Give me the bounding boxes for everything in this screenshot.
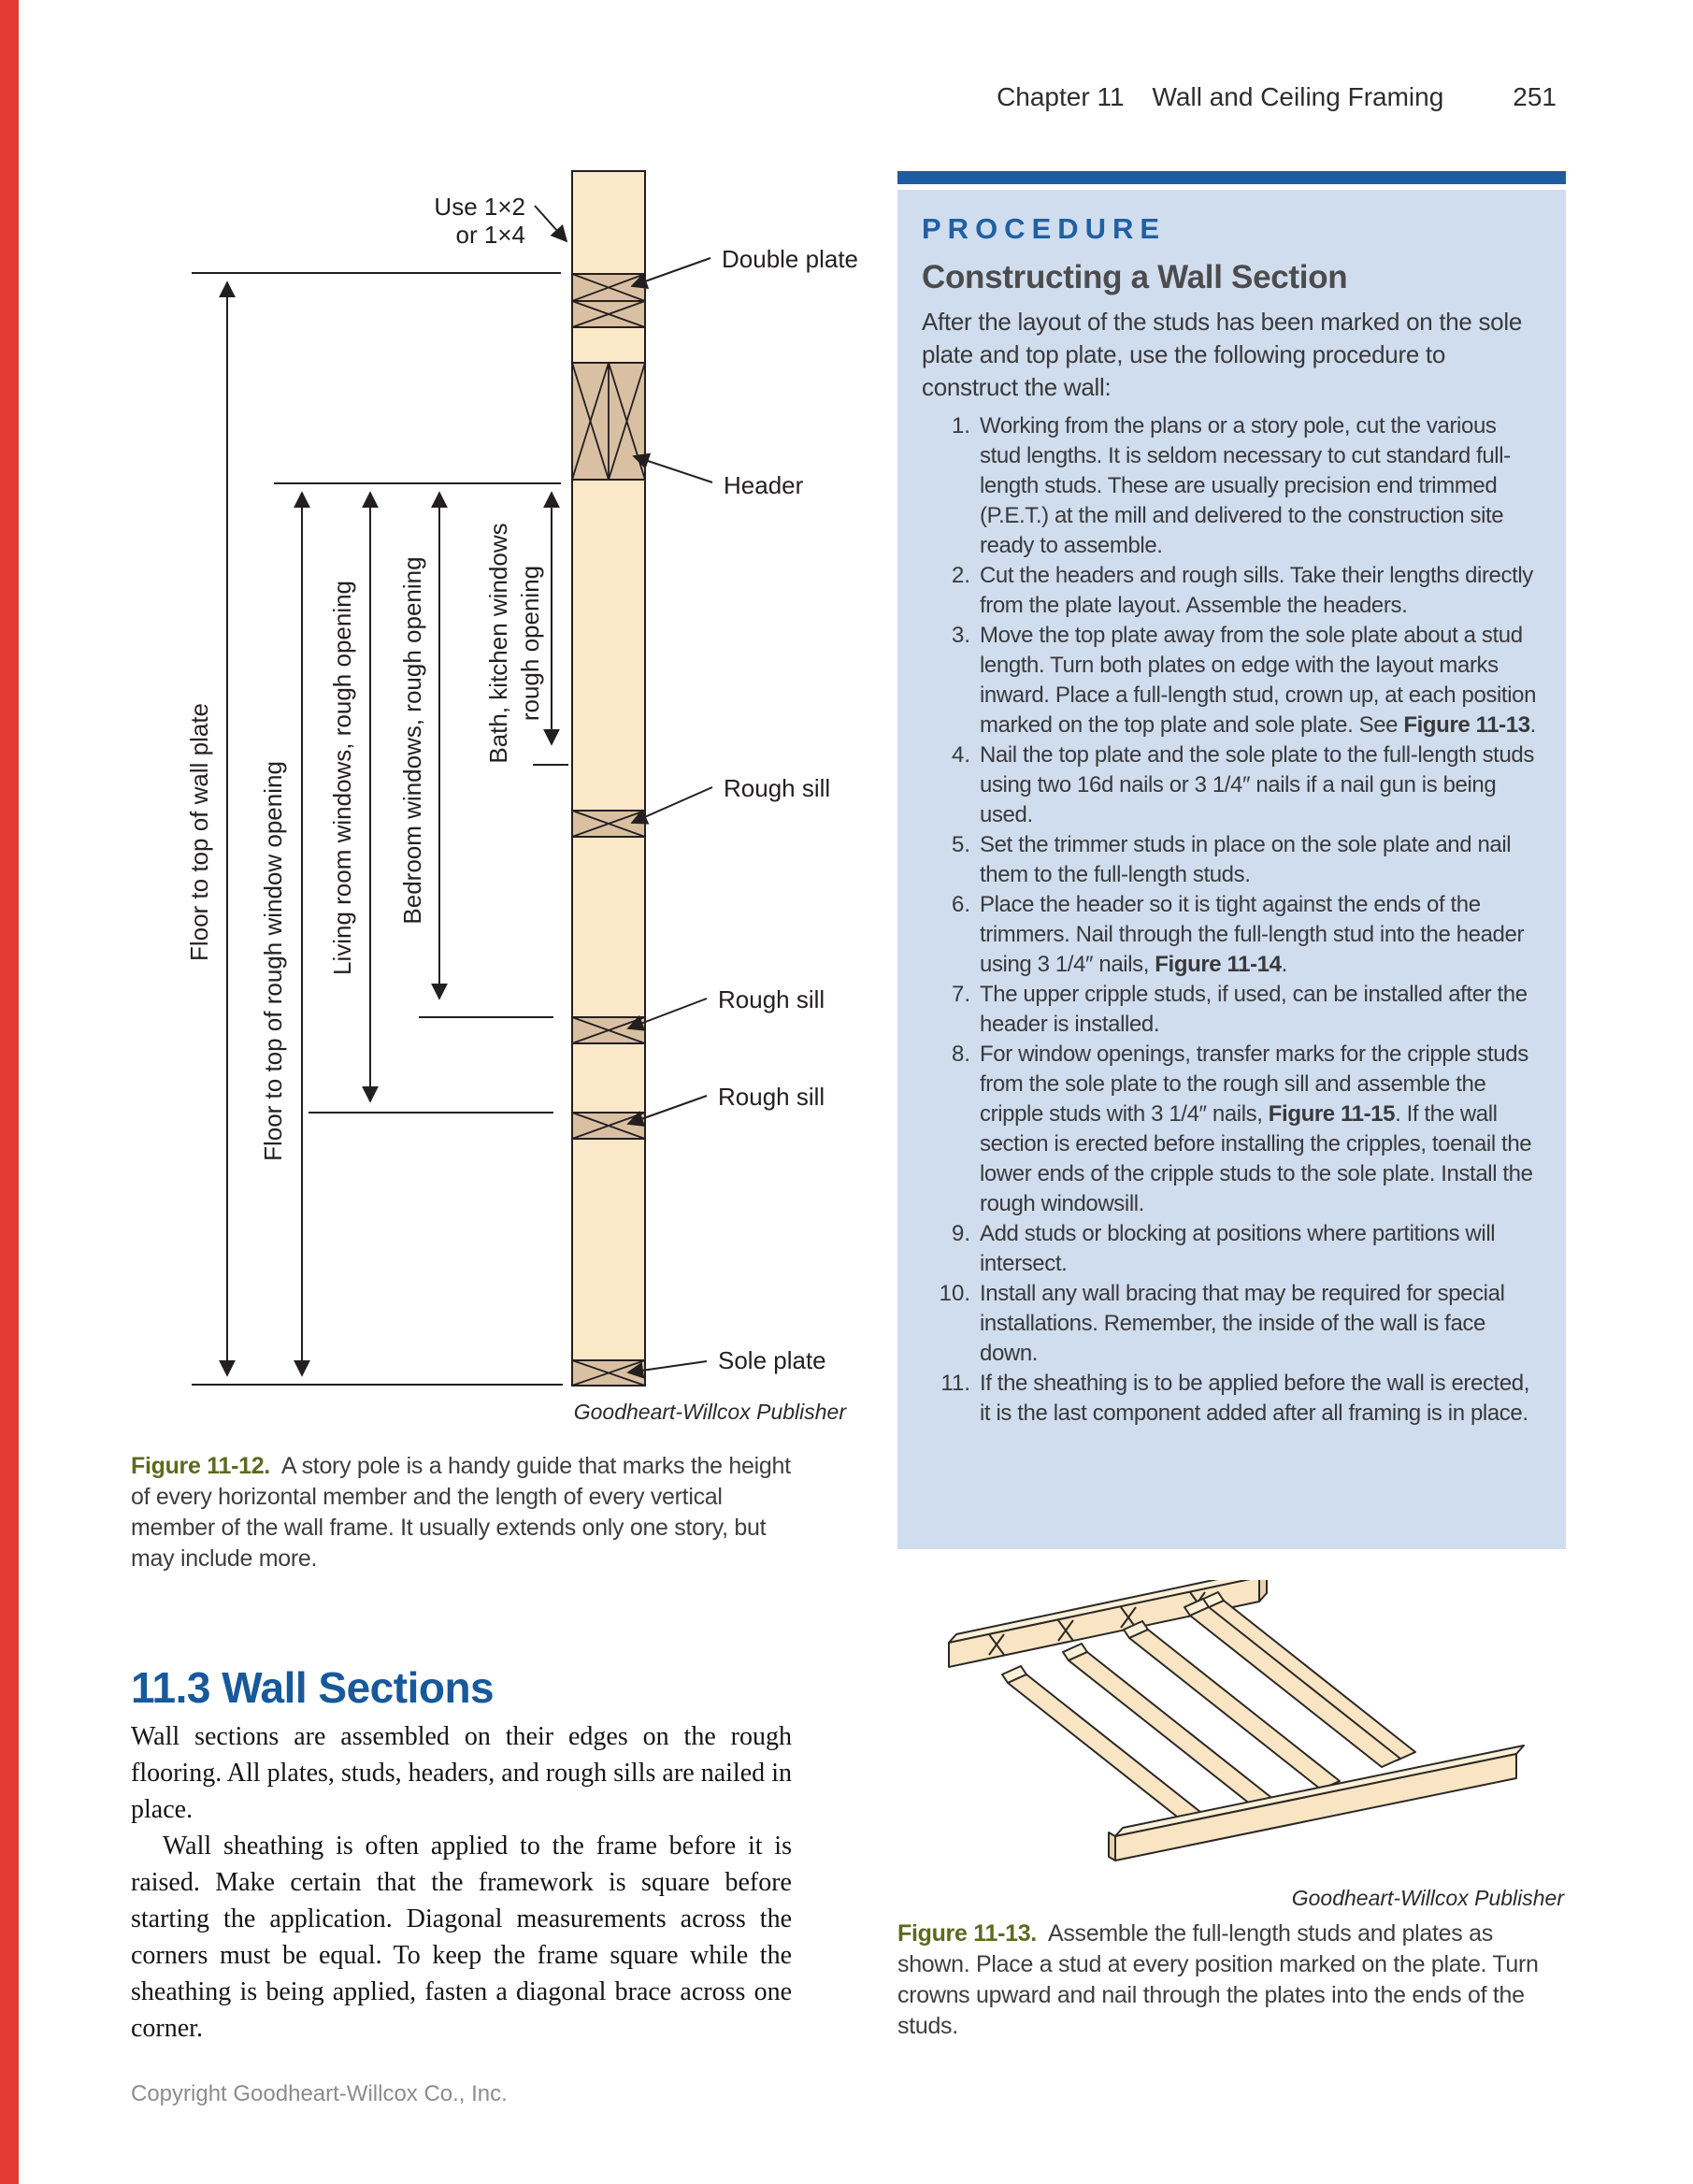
running-head-page-number: 251 — [1513, 82, 1557, 111]
copyright-notice: Copyright Goodheart-Willcox Co., Inc. — [131, 2081, 508, 2106]
step-number: 5. — [951, 832, 970, 857]
step-text: Cut the headers and rough sills. Take th… — [980, 563, 1533, 618]
label-rough-sill-3: Rough sill — [718, 1083, 825, 1111]
procedure-steps: 1. Working from the plans or a story pole… — [922, 411, 1542, 1429]
procedure-top-bar — [897, 171, 1566, 184]
step-text: Nail the top plate and the sole plate to… — [980, 742, 1534, 827]
stud-board-4 — [1184, 1598, 1401, 1768]
step-text: For window openings, transfer marks for … — [980, 1042, 1533, 1216]
procedure-step: 6. Place the header so it is tight agains… — [922, 890, 1542, 980]
section-paragraph-1: Wall sections are assembled on their edg… — [131, 1722, 792, 1824]
procedure-step: 8. For window openings, transfer marks fo… — [922, 1040, 1542, 1219]
step-number: 1. — [951, 413, 970, 438]
running-head: Chapter 11 Wall and Ceiling Framing 251 — [997, 82, 1557, 112]
step-number: 10. — [939, 1281, 970, 1306]
figure-11-12-story-pole-diagram: Use 1×2 or 1×4 Double plate Header Rough… — [185, 170, 858, 1424]
figure-11-13-caption-text: Assemble the full-length studs and plate… — [897, 1920, 1539, 2039]
story-pole — [571, 170, 646, 1387]
step-number: 11. — [940, 1371, 970, 1396]
figure-11-13-caption-label: Figure 11-13. — [897, 1920, 1037, 1947]
procedure-kicker: PROCEDURE — [922, 212, 1167, 245]
dim-label-bath-line2: rough opening — [516, 566, 544, 721]
step-text: Install any wall bracing that may be req… — [980, 1281, 1505, 1366]
dim-label-rough-window: Floor to top of rough window opening — [259, 761, 287, 1161]
section-heading-11-3: 11.3 Wall Sections — [131, 1663, 495, 1712]
step-text: The upper cripple studs, if used, can be… — [980, 982, 1528, 1037]
figure-11-12-caption-label: Figure 11-12. — [131, 1453, 270, 1479]
procedure-step: 2. Cut the headers and rough sills. Take … — [922, 561, 1542, 621]
step-text: Set the trimmer studs in place on the so… — [980, 832, 1512, 887]
reference-lines — [192, 272, 568, 1386]
procedure-step: 10. Install any wall bracing that may be … — [922, 1279, 1542, 1369]
running-head-chapter: Chapter 11 — [997, 82, 1125, 111]
step-text: Place the header so it is tight against … — [980, 892, 1525, 977]
label-double-plate: Double plate — [722, 245, 858, 273]
figure-11-12-caption: Figure 11-12.A story pole is a handy gui… — [131, 1451, 796, 1574]
procedure-step: 1. Working from the plans or a story pole… — [922, 411, 1542, 561]
procedure-step: 5. Set the trimmer studs in place on the … — [922, 830, 1542, 890]
label-use-1x4: or 1×4 — [456, 221, 525, 249]
bottom-plate-board — [1108, 1745, 1525, 1861]
leader-lines — [534, 205, 713, 1379]
procedure-step: 3. Move the top plate away from the sole … — [922, 621, 1542, 740]
dimension-lines — [219, 280, 560, 1377]
step-number: 8. — [951, 1042, 970, 1067]
dim-label-living-room: Living room windows, rough opening — [328, 581, 356, 975]
rough-sill-block-3 — [571, 1112, 646, 1140]
double-plate-blocks — [571, 273, 646, 328]
step-text: If the sheathing is to be applied before… — [980, 1371, 1529, 1426]
step-number: 4. — [951, 742, 970, 768]
figure-11-13-illustration: Goodheart-Willcox Publisher — [948, 1580, 1566, 1910]
rough-sill-block-2 — [571, 1016, 646, 1044]
figure-11-12-credit: Goodheart-Willcox Publisher — [574, 1400, 848, 1424]
step-text: Working from the plans or a story pole, … — [980, 413, 1511, 558]
header-block — [571, 362, 646, 481]
figure-11-13-caption: Figure 11-13.Assemble the full-length st… — [897, 1918, 1565, 2042]
procedure-intro: After the layout of the studs has been m… — [922, 308, 1522, 401]
dim-label-bedroom: Bedroom windows, rough opening — [398, 556, 426, 924]
figure-11-12-caption-text: A story pole is a handy guide that marks… — [131, 1453, 791, 1572]
step-number: 3. — [951, 623, 970, 648]
label-header: Header — [724, 471, 804, 499]
procedure-step: 4. Nail the top plate and the sole plate … — [922, 740, 1542, 830]
step-number: 2. — [951, 563, 970, 588]
step-number: 6. — [951, 892, 970, 917]
stud-board-3 — [1123, 1620, 1341, 1790]
label-rough-sill-1: Rough sill — [724, 774, 830, 802]
step-text: Move the top plate away from the sole pl… — [980, 623, 1537, 738]
label-sole-plate: Sole plate — [718, 1346, 826, 1374]
section-body: Wall sections are assembled on their edg… — [131, 1718, 792, 2047]
dim-label-wall-plate: Floor to top of wall plate — [185, 703, 213, 961]
figure-11-13-credit: Goodheart-Willcox Publisher — [1292, 1886, 1566, 1910]
label-use-1x2: Use 1×2 — [434, 193, 525, 221]
section-paragraph-2: Wall sheathing is often applied to the f… — [131, 1832, 792, 2043]
rough-sill-block-1 — [571, 810, 646, 838]
dim-label-bath-line1: Bath, kitchen windows — [484, 523, 512, 763]
procedure-step: 11. If the sheathing is to be applied bef… — [922, 1369, 1542, 1429]
page-edge-red-bar — [0, 0, 19, 2184]
label-rough-sill-2: Rough sill — [718, 985, 825, 1013]
step-number: 9. — [951, 1221, 970, 1246]
running-head-title: Wall and Ceiling Framing — [1152, 82, 1444, 111]
step-text: Add studs or blocking at positions where… — [980, 1221, 1496, 1276]
procedure-box: PROCEDURE Constructing a Wall Section Af… — [897, 190, 1566, 1549]
sole-plate-block — [571, 1359, 646, 1387]
procedure-title: Constructing a Wall Section — [922, 259, 1348, 295]
step-number: 7. — [951, 982, 970, 1007]
top-plate-board — [948, 1580, 1268, 1668]
stud-board-4b — [1198, 1591, 1416, 1761]
procedure-step: 9. Add studs or blocking at positions whe… — [922, 1219, 1542, 1279]
procedure-step: 7. The upper cripple studs, if used, can … — [922, 980, 1542, 1040]
